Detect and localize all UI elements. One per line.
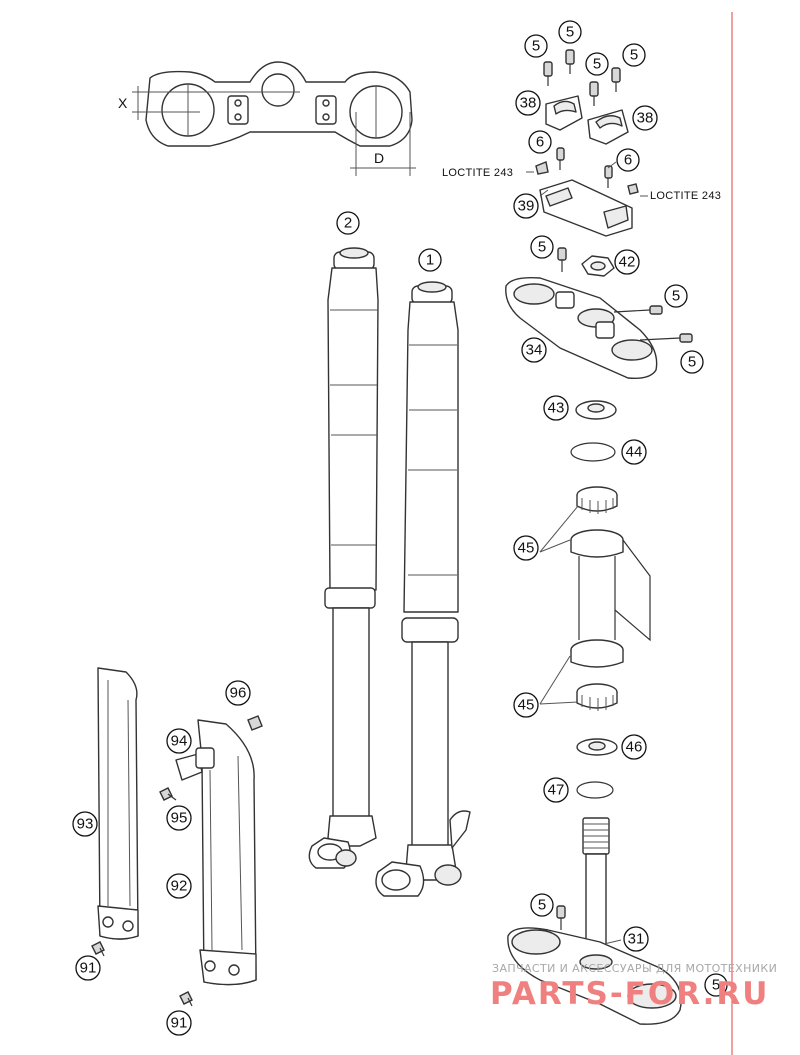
- callout-5-i: 5: [704, 973, 728, 997]
- svg-text:91: 91: [80, 960, 97, 977]
- callout-2: 2: [336, 211, 360, 235]
- callout-92: 92: [166, 873, 192, 899]
- loctite-note-left: LOCTITE 243: [442, 167, 513, 179]
- o-ring-44: [570, 442, 616, 462]
- svg-text:39: 39: [518, 198, 535, 215]
- svg-text:96: 96: [230, 685, 247, 702]
- callout-5-f: 5: [664, 284, 688, 308]
- svg-text:44: 44: [626, 444, 643, 461]
- callout-45-a: 45: [513, 535, 539, 561]
- dust-seal-43: [575, 400, 617, 420]
- bearing-upper-45: [576, 486, 618, 514]
- callout-45-b: 45: [513, 692, 539, 718]
- svg-text:5: 5: [688, 354, 696, 371]
- small-parts-91-95-96: [91, 715, 263, 1007]
- callout-1: 1: [418, 248, 442, 272]
- callout-5-a: 5: [524, 34, 548, 58]
- callout-5-d: 5: [622, 43, 646, 67]
- svg-text:5: 5: [538, 897, 546, 914]
- callout-5-c: 5: [585, 52, 609, 76]
- watermark-tagline: ЗАПЧАСТИ И АКСЕССУАРЫ ДЛЯ МОТОТЕХНИКИ: [492, 962, 777, 975]
- svg-text:47: 47: [548, 782, 565, 799]
- guard-clamp-94: [175, 747, 215, 781]
- svg-text:34: 34: [526, 342, 543, 359]
- svg-text:93: 93: [77, 816, 94, 833]
- svg-text:5: 5: [538, 239, 546, 256]
- dimension-x-label: X: [118, 95, 128, 111]
- callout-6-b: 6: [616, 148, 640, 172]
- svg-text:5: 5: [593, 56, 601, 73]
- callout-91-b: 91: [166, 1010, 192, 1036]
- fork-leg-2: [308, 247, 379, 869]
- svg-text:46: 46: [626, 739, 643, 756]
- callout-93: 93: [72, 811, 98, 837]
- svg-text:91: 91: [171, 1015, 188, 1032]
- svg-text:95: 95: [171, 810, 188, 827]
- steering-head-tube: [570, 529, 651, 668]
- svg-text:42: 42: [619, 254, 636, 271]
- callout-34: 34: [521, 337, 547, 363]
- o-ring-47: [576, 781, 614, 799]
- fork-leg-1: [375, 281, 471, 897]
- callout-95: 95: [166, 805, 192, 831]
- svg-text:45: 45: [518, 540, 535, 557]
- svg-text:45: 45: [518, 697, 535, 714]
- bar-mount-bridge-39: [539, 179, 633, 237]
- handlebar-clamp-bolts: [543, 49, 621, 106]
- callout-96: 96: [225, 680, 251, 706]
- callout-44: 44: [621, 439, 647, 465]
- callout-42: 42: [614, 249, 640, 275]
- fork-guard-93: [97, 667, 139, 940]
- seal-ring-46: [576, 738, 618, 756]
- callout-5-g: 5: [680, 350, 704, 374]
- lower-triple-clamp-31: [507, 817, 682, 1025]
- callout-38-a: 38: [515, 90, 541, 116]
- svg-text:6: 6: [536, 134, 544, 151]
- svg-text:38: 38: [637, 110, 654, 127]
- callout-46: 46: [621, 734, 647, 760]
- watermark-logo: PARTS-FOR.RU: [490, 976, 769, 1012]
- fork-guard-92: [197, 719, 257, 986]
- callout-5-b: 5: [558, 20, 582, 44]
- svg-text:5: 5: [672, 288, 680, 305]
- svg-text:1: 1: [426, 252, 434, 269]
- svg-text:38: 38: [520, 95, 537, 112]
- dimension-d-label: D: [374, 150, 384, 166]
- callout-94: 94: [166, 728, 192, 754]
- callout-31: 31: [623, 926, 649, 952]
- callout-6-a: 6: [528, 130, 552, 154]
- callout-43: 43: [543, 395, 569, 421]
- bearing-lower-45: [576, 683, 618, 711]
- svg-text:5: 5: [566, 24, 574, 41]
- svg-text:94: 94: [171, 733, 188, 750]
- svg-text:92: 92: [171, 878, 188, 895]
- svg-text:5: 5: [712, 977, 720, 994]
- svg-text:6: 6: [624, 152, 632, 169]
- callout-91-a: 91: [75, 955, 101, 981]
- svg-text:43: 43: [548, 400, 565, 417]
- callout-5-e: 5: [530, 235, 554, 259]
- handlebar-clamp-left-38: [545, 95, 583, 131]
- callout-38-b: 38: [632, 105, 658, 131]
- upper-triple-clamp-34: [505, 247, 693, 380]
- svg-text:5: 5: [630, 47, 638, 64]
- svg-text:2: 2: [344, 215, 352, 232]
- callout-47: 47: [543, 777, 569, 803]
- handlebar-clamp-right-38: [587, 109, 629, 145]
- loctite-note-right: LOCTITE 243: [650, 190, 721, 202]
- triple-clamp-dimension-detail: [132, 61, 416, 176]
- svg-text:31: 31: [628, 931, 645, 948]
- svg-text:5: 5: [532, 38, 540, 55]
- leader-lines: [526, 161, 648, 945]
- clamp-screws-6: [535, 147, 639, 195]
- callout-5-h: 5: [530, 893, 554, 917]
- steering-nut-42: [581, 255, 615, 277]
- callout-39: 39: [513, 193, 539, 219]
